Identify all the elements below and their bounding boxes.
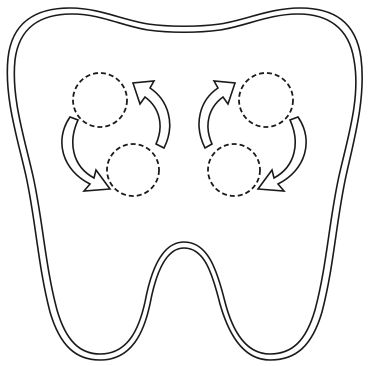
dashed-circle-icon [239, 73, 293, 127]
tooth-outline-icon [7, 8, 362, 360]
dashed-circle-icon [107, 144, 159, 196]
dashed-circle-icon [73, 73, 127, 127]
dashed-circle-icon [208, 144, 260, 196]
